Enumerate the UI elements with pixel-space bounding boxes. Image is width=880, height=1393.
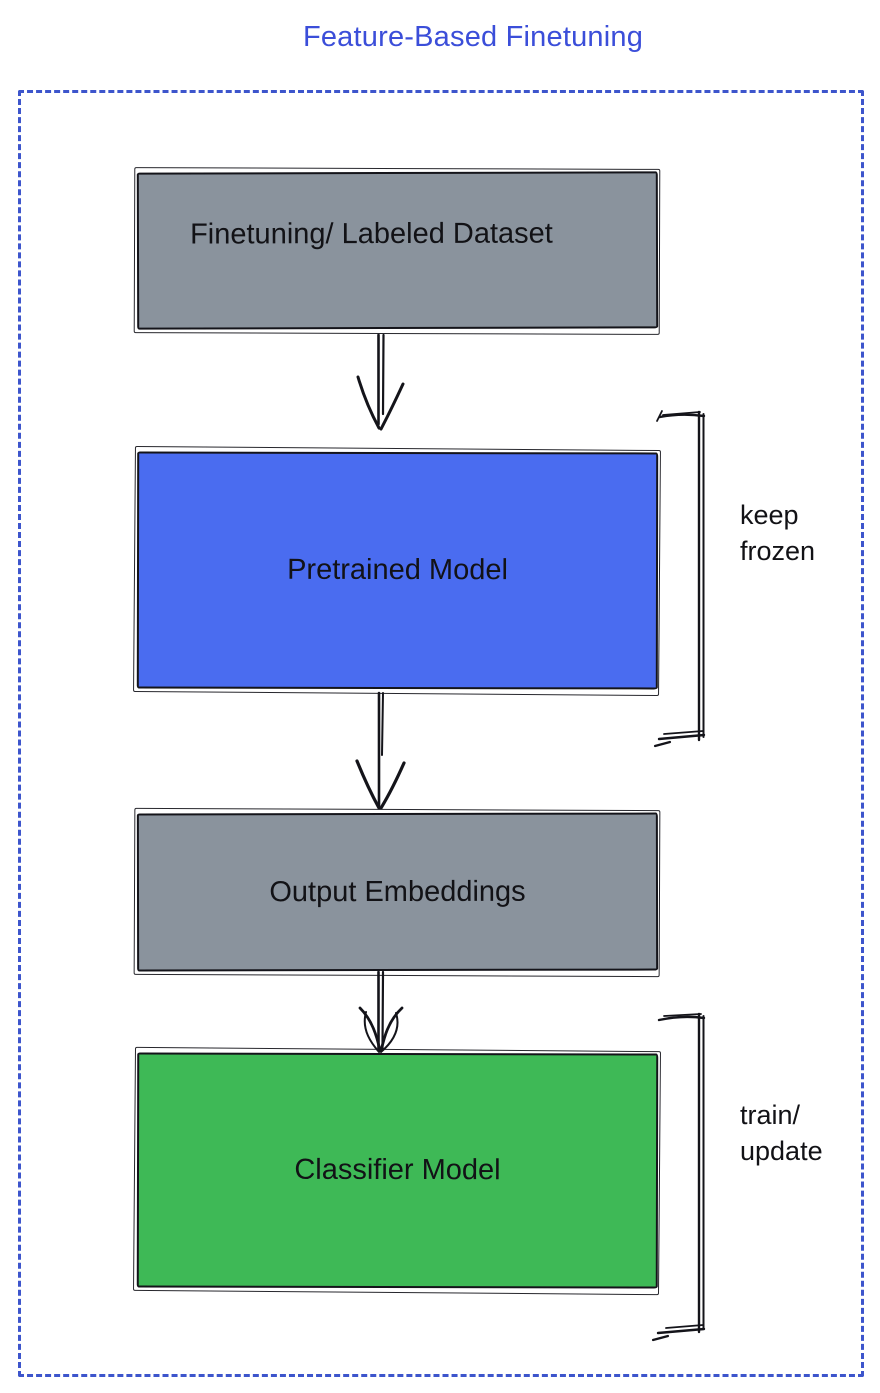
node-output-embeddings: Output Embeddings [136, 812, 659, 972]
annotation-keep-frozen-line2: frozen [740, 536, 816, 566]
annotation-keep-frozen-line1: keep [740, 500, 799, 530]
annotation-train-update-line1: train/ [740, 1100, 801, 1130]
node-pretrained-model: Pretrained Model [136, 451, 659, 690]
annotation-train-update-line2: update [740, 1136, 823, 1166]
annotation-train-update: train/ update [740, 1097, 823, 1169]
node-pretrained-model-label: Pretrained Model [287, 553, 508, 587]
node-output-embeddings-label: Output Embeddings [269, 875, 526, 908]
diagram-title: Feature-Based Finetuning [302, 21, 644, 53]
node-classifier-model-label: Classifier Model [294, 1153, 501, 1187]
annotation-keep-frozen: keep frozen [740, 497, 815, 569]
dashed-border-frame [18, 90, 864, 1377]
node-finetuning-dataset: Finetuning/ Labeled Dataset [136, 171, 659, 330]
node-finetuning-dataset-label: Finetuning/ Labeled Dataset [190, 217, 553, 251]
node-classifier-model: Classifier Model [136, 1052, 659, 1289]
